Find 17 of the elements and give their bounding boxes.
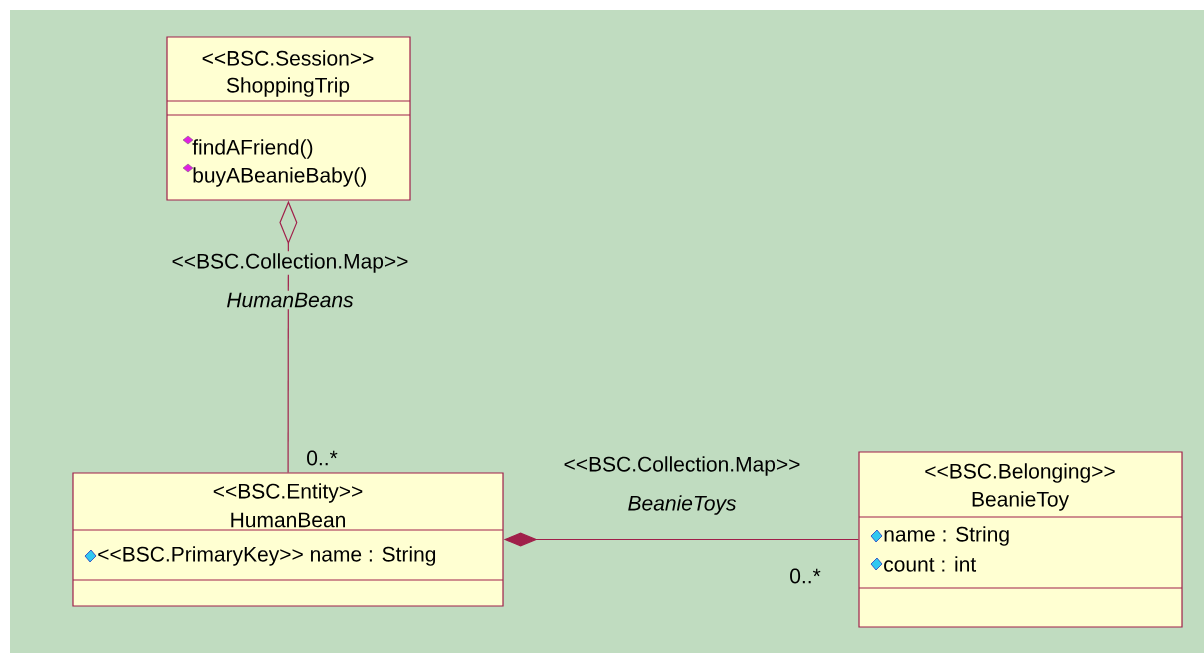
- class-name: BeanieToy: [972, 491, 1069, 511]
- stereotype-label: <<BSC.Session>>: [202, 50, 374, 66]
- stereotype-label: <<BSC.Collection.Map>>: [169, 251, 411, 275]
- class-box: [858, 451, 1183, 628]
- attribute: name : String: [884, 526, 1009, 546]
- operation: buyABeanieBaby(): [193, 167, 366, 187]
- class-box: [166, 36, 411, 201]
- stereotype-label: <<BSC.Entity>>: [213, 483, 363, 503]
- class-box: [72, 472, 504, 607]
- stereotype-label: <<BSC.Belonging>>: [925, 463, 1115, 483]
- role-name: BeanieToys: [625, 493, 739, 517]
- attribute: count : int: [884, 556, 977, 572]
- operation: findAFriend(): [192, 139, 313, 159]
- class-name: ShoppingTrip: [226, 77, 350, 97]
- attribute: <<BSC.PrimaryKey>> name : String: [98, 546, 436, 566]
- class-name: HumanBean: [231, 512, 345, 528]
- stereotype-label: <<BSC.Collection.Map>>: [561, 454, 803, 478]
